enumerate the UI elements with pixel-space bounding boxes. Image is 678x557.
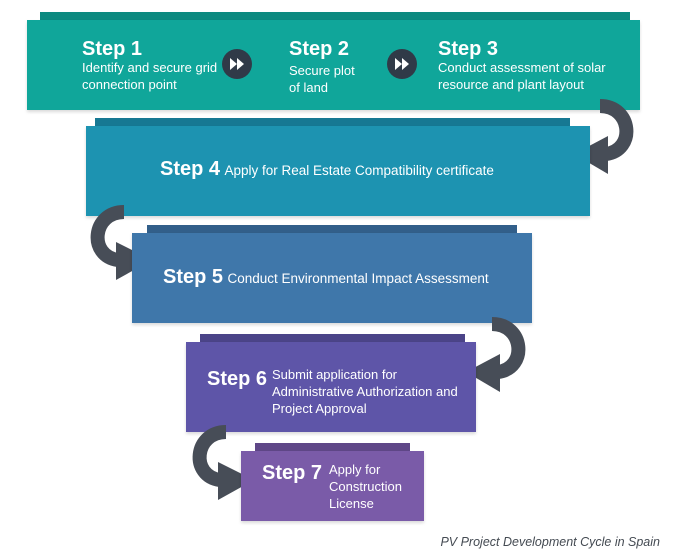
step-1-text: Identify and secure grid connection poin… [82, 60, 218, 92]
step-7-text: Apply for Construction License [329, 462, 402, 511]
step-5-label: Step 5 [163, 266, 224, 288]
band-step-6 [186, 342, 476, 432]
fast-forward-icon [387, 49, 417, 79]
step-1-label: Step 1 [82, 38, 143, 60]
band-step-4 [86, 126, 590, 216]
step-2-text: Secure plot of land [289, 63, 355, 95]
step-7-label: Step 7 [262, 462, 323, 484]
step-6-label: Step 6 [207, 368, 268, 390]
step-4-label: Step 4 [160, 158, 221, 180]
curved-arrow-icon [192, 425, 254, 500]
step-4-row: Step 4 Apply for Real Estate Compatibili… [160, 158, 494, 181]
step-3-label: Step 3 [438, 38, 499, 60]
curved-arrow-icon [466, 317, 526, 392]
band-steps-1-3 [27, 20, 640, 110]
step-2-label: Step 2 [289, 38, 350, 60]
step-4-text: Apply for Real Estate Compatibility cert… [224, 163, 494, 178]
fast-forward-icon [222, 49, 252, 79]
figure-caption: PV Project Development Cycle in Spain [440, 535, 660, 549]
band-step-5 [132, 233, 532, 323]
step-3-text: Conduct assessment of solar resource and… [438, 60, 606, 92]
curved-arrow-icon [574, 99, 634, 174]
step-5-text: Conduct Environmental Impact Assessment [227, 271, 489, 286]
band-step-7 [241, 451, 424, 521]
step-6-text: Submit application for Administrative Au… [272, 367, 458, 416]
step-5-row: Step 5 Conduct Environmental Impact Asse… [163, 266, 489, 289]
